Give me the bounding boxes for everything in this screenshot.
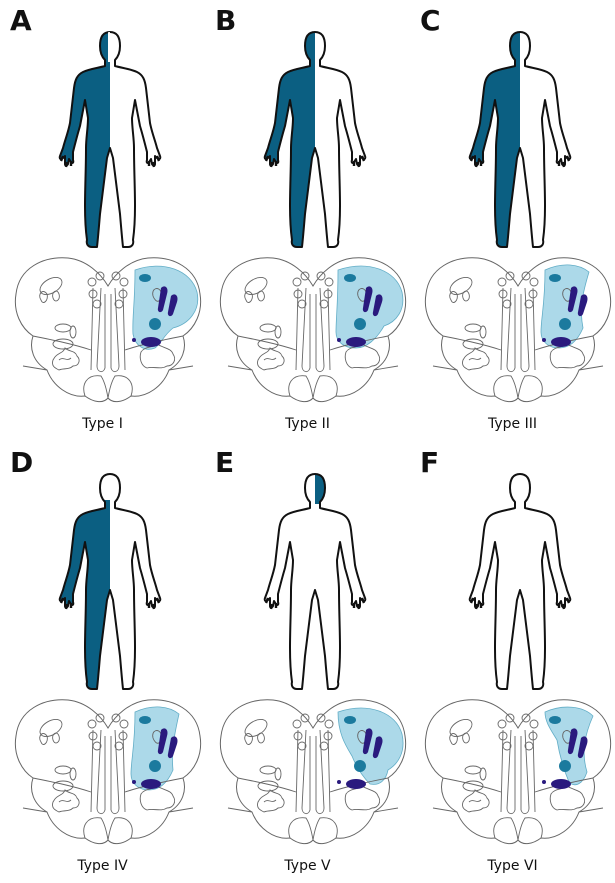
nucleus-dorsal [139, 274, 151, 282]
nucleus-teal [354, 318, 366, 330]
nucleus-dorsal [549, 716, 561, 724]
brainstem-group [220, 700, 405, 844]
panel-letter: E [215, 446, 234, 479]
body-figure [55, 28, 165, 250]
panel-letter: B [215, 4, 236, 37]
nucleus-teal [559, 760, 571, 772]
brainstem-group [425, 700, 610, 844]
panel-caption: Type IV [0, 858, 205, 874]
body-figure [260, 28, 370, 250]
nucleus-navy-3 [141, 779, 161, 789]
nucleus-dorsal [549, 274, 561, 282]
body-figure [55, 470, 165, 692]
panel-letter: D [10, 446, 33, 479]
nucleus-small [337, 780, 341, 784]
body-figure [465, 470, 575, 692]
nucleus-small [132, 338, 136, 342]
panel-f: F Type VI [410, 442, 615, 883]
panel-letter: A [10, 4, 32, 37]
brainstem-group [220, 258, 405, 402]
body-outline [470, 474, 571, 689]
panel-caption: Type I [0, 416, 205, 432]
brainstem-section [218, 248, 408, 404]
brainstem-group [15, 700, 200, 844]
nucleus-navy-3 [551, 779, 571, 789]
panel-letter: C [420, 4, 441, 37]
nucleus-navy-3 [346, 337, 366, 347]
panel-caption: Type II [205, 416, 410, 432]
panel-caption: Type V [205, 858, 410, 874]
head-midline [108, 32, 110, 62]
body-outline [265, 474, 366, 689]
brainstem-section [13, 690, 203, 846]
body-shaded-region [465, 28, 520, 250]
panel-e: E Type V [205, 442, 410, 883]
brainstem-section [423, 248, 613, 404]
nucleus-navy-3 [346, 779, 366, 789]
brainstem-group [15, 258, 200, 402]
nucleus-teal [354, 760, 366, 772]
body-shaded-region [260, 28, 315, 250]
brainstem-section [218, 690, 408, 846]
body-shaded-region [55, 500, 110, 692]
body-figure [465, 28, 575, 250]
panel-c: C Type III [410, 0, 615, 441]
nucleus-small [337, 338, 341, 342]
nucleus-small [132, 780, 136, 784]
panel-letter: F [420, 446, 439, 479]
panel-a: A Type I [0, 0, 205, 441]
brainstem-section [13, 248, 203, 404]
panel-d: D Type IV [0, 442, 205, 883]
panel-caption: Type III [410, 416, 615, 432]
nucleus-dorsal [344, 274, 356, 282]
nucleus-teal [149, 318, 161, 330]
nucleus-small [542, 338, 546, 342]
nucleus-small [542, 780, 546, 784]
panel-caption: Type VI [410, 858, 615, 874]
brainstem-section [423, 690, 613, 846]
body-figure [260, 470, 370, 692]
panel-b: B Type II [205, 0, 410, 441]
nucleus-teal [559, 318, 571, 330]
nucleus-navy-3 [141, 337, 161, 347]
nucleus-dorsal [139, 716, 151, 724]
brainstem-group [425, 258, 610, 402]
nucleus-teal [149, 760, 161, 772]
nucleus-dorsal [344, 716, 356, 724]
body-shaded-region [55, 28, 110, 250]
nucleus-navy-3 [551, 337, 571, 347]
